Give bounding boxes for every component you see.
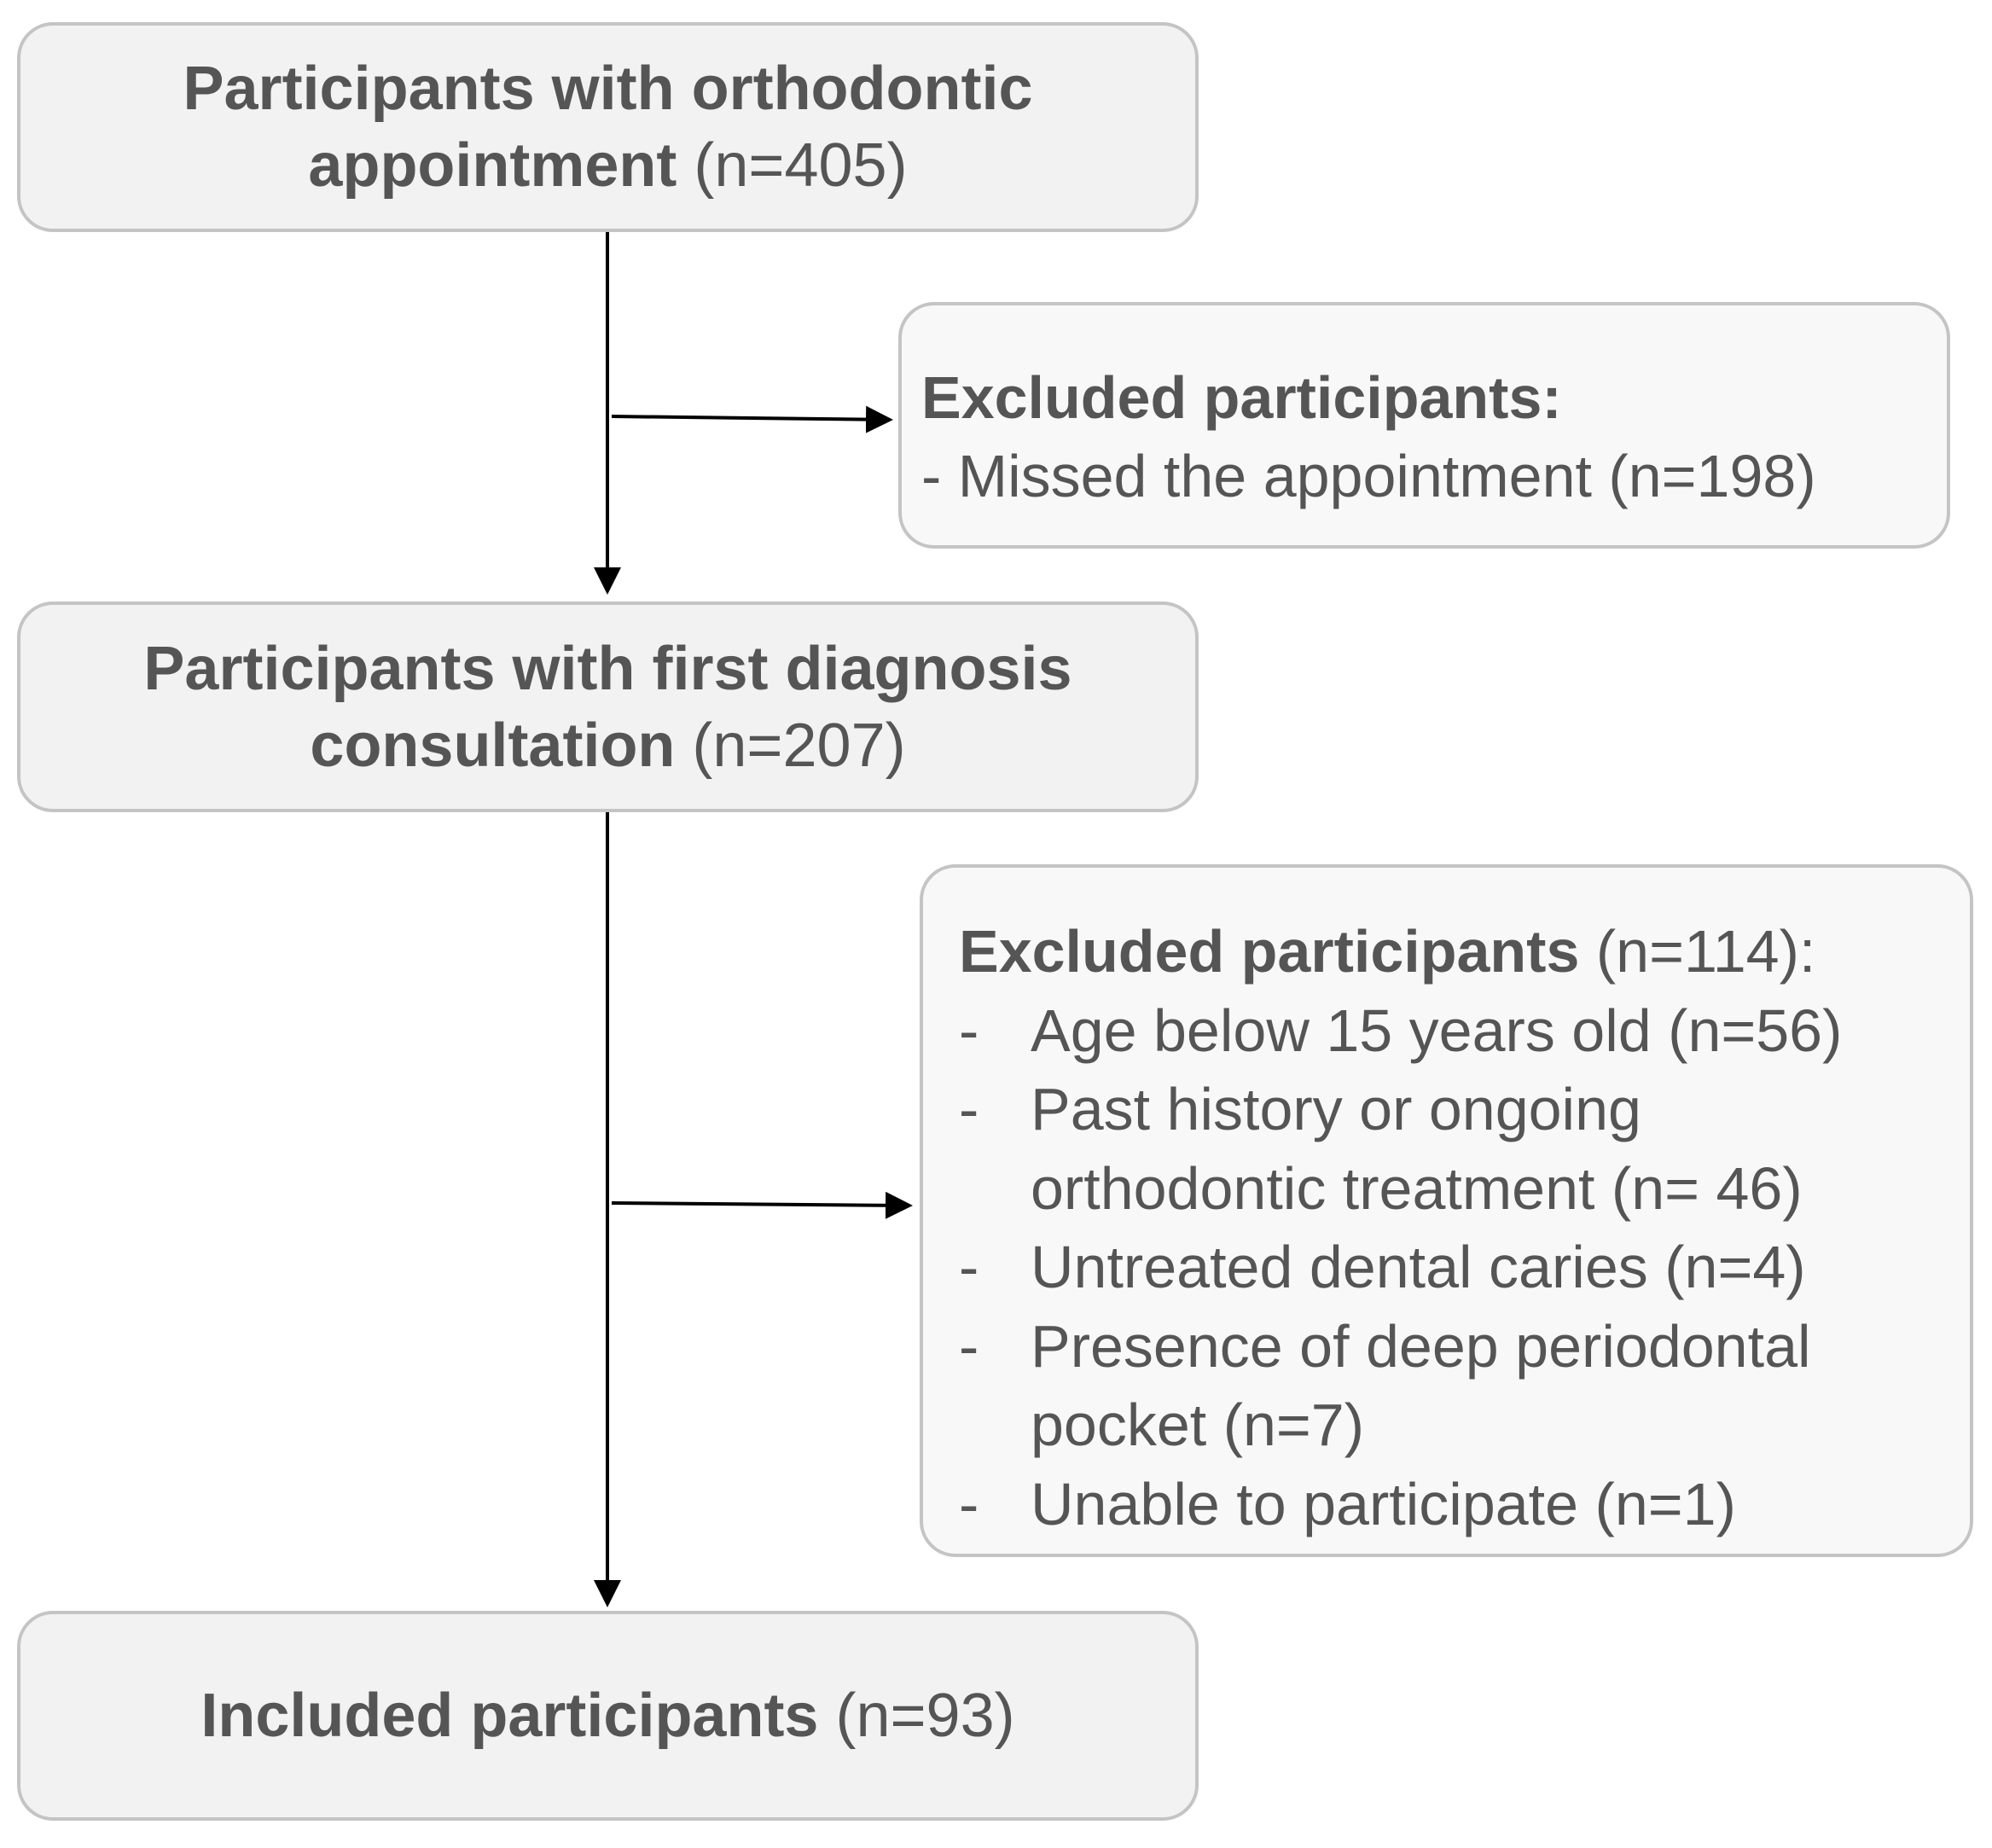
included-label: Included participants <box>200 1682 819 1750</box>
included-count: (n=93) <box>818 1682 1015 1750</box>
box-excluded-criteria: Excluded participants (n=114): - Age bel… <box>920 864 1973 1557</box>
excluded-2-heading-count: (n=114): <box>1579 918 1816 985</box>
exclusion-text: Past history or ongoing <box>1031 1076 1641 1142</box>
excluded-2-heading: Excluded participants (n=114): <box>959 912 1970 991</box>
exclusion-dash: - <box>959 997 979 1064</box>
diagnosis-title-line1: Participants with first diagnosis <box>143 634 1072 703</box>
appointment-count: (n=405) <box>677 131 908 200</box>
appointment-title-line2: appointment <box>308 131 677 200</box>
exclusion-item-unable: - Unable to participate (n=1) <box>959 1465 1970 1544</box>
diagnosis-count: (n=207) <box>675 711 906 780</box>
appointment-title-line1: Participants with orthodontic <box>183 55 1033 123</box>
box-first-diagnosis: Participants with first diagnosis consul… <box>17 601 1199 812</box>
diagnosis-line-2: consultation (n=207) <box>310 707 905 784</box>
exclusion-item-age: - Age below 15 years old (n=56) <box>959 991 1970 1071</box>
diagnosis-title-line2: consultation <box>310 711 676 780</box>
exclusion-text: Age below 15 years old (n=56) <box>1031 997 1843 1064</box>
box-orthodontic-appointment: Participants with orthodontic appointmen… <box>17 22 1199 232</box>
appointment-line-1: Participants with orthodontic <box>183 50 1032 127</box>
exclusion-text: Presence of deep periodontal <box>1031 1312 1811 1380</box>
exclusion-dash: - <box>959 1076 979 1142</box>
exclusion-text-continued: orthodontic treatment (n= 46) <box>1031 1154 1803 1222</box>
exclusion-item-caries: - Untreated dental caries (n=4) <box>959 1228 1970 1307</box>
box-excluded-missed: Excluded participants: - Missed the appo… <box>898 302 1950 549</box>
appointment-line-2: appointment (n=405) <box>308 127 907 204</box>
box-included-participants: Included participants (n=93) <box>17 1611 1199 1821</box>
exclusion-text: Untreated dental caries (n=4) <box>1031 1234 1806 1300</box>
exclusion-item-orthodontic-history: - Past history or ongoing orthodontic tr… <box>959 1070 1970 1228</box>
exclusion-dash: - <box>959 1312 979 1380</box>
exclusion-dash: - <box>959 1234 979 1300</box>
included-line: Included participants (n=93) <box>200 1677 1014 1754</box>
exclusion-item-periodontal-pocket: - Presence of deep periodontal pocket (n… <box>959 1307 1970 1465</box>
arrow-to-excluded-2 <box>611 1191 913 1219</box>
diagnosis-line-1: Participants with first diagnosis <box>143 631 1071 707</box>
excluded-1-heading: Excluded participants: <box>921 364 1562 431</box>
exclusion-dash: - <box>959 1470 979 1537</box>
arrow-to-excluded-1 <box>611 405 893 433</box>
exclusion-text: Unable to participate (n=1) <box>1031 1470 1736 1537</box>
excluded-2-heading-label: Excluded participants <box>959 918 1580 985</box>
exclusion-text-continued: pocket (n=7) <box>1031 1392 1365 1458</box>
excluded-1-item: - Missed the appointment (n=198) <box>921 443 1816 509</box>
